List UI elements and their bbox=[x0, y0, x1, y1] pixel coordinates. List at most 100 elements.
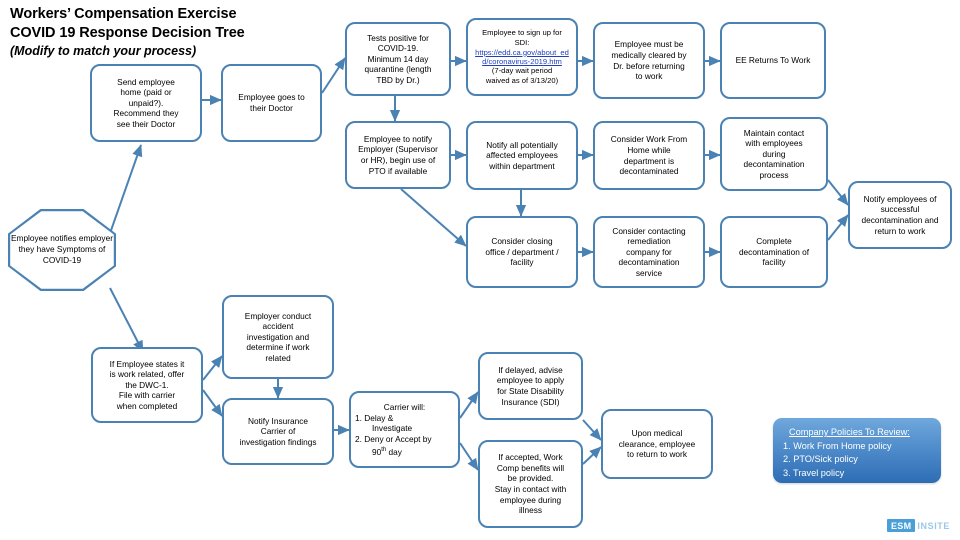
carrier-item-1-line-1: 1. Delay & bbox=[355, 412, 394, 423]
carrier-day-number: 90 bbox=[372, 446, 382, 457]
node-notify-affected-employees[interactable]: Notify all potentially affected employee… bbox=[466, 121, 578, 190]
node-line: process bbox=[759, 169, 789, 180]
carrier-item-2-line-2: 90th day bbox=[355, 445, 454, 457]
node-line: have Symptoms bbox=[36, 244, 97, 255]
node-line: decontaminated bbox=[619, 166, 679, 177]
node-line: Maintain contact bbox=[743, 127, 805, 138]
node-line: employee during bbox=[499, 494, 562, 505]
node-sdi-signup[interactable]: Employee to sign up for SDI: https://edd… bbox=[466, 18, 578, 96]
node-line: If delayed, advise bbox=[498, 364, 563, 375]
node-line: successful bbox=[880, 204, 920, 215]
node-carrier-will[interactable]: Carrier will: 1. Delay & Investigate 2. … bbox=[349, 391, 460, 468]
node-line: determine if work bbox=[246, 342, 310, 353]
node-line: investigation findings bbox=[239, 436, 317, 447]
node-line: EE Returns To Work bbox=[735, 55, 811, 66]
company-policies-box[interactable]: Company Policies To Review: 1. Work From… bbox=[773, 418, 941, 483]
node-notify-insurance-carrier[interactable]: Notify Insurance Carrier of investigatio… bbox=[222, 398, 334, 465]
carrier-day-word: day bbox=[386, 446, 402, 457]
node-ee-returns-to-work[interactable]: EE Returns To Work bbox=[720, 22, 826, 99]
node-line: waived as of 3/13/20) bbox=[485, 76, 559, 85]
node-employer-accident-investigation[interactable]: Employer conduct accident investigation … bbox=[222, 295, 334, 379]
node-tests-positive[interactable]: Tests positive for COVID-19. Minimum 14 … bbox=[345, 22, 451, 96]
node-line: department is bbox=[623, 155, 675, 166]
node-line: Complete bbox=[756, 236, 792, 247]
node-line: notifies bbox=[50, 233, 77, 244]
node-line: see their Doctor bbox=[116, 118, 176, 129]
page-title: Workers’ Compensation Exercise COVID 19 … bbox=[10, 5, 340, 60]
node-line: or HR), begin use of bbox=[360, 155, 436, 165]
node-employee-notifies-symptoms[interactable]: Employee notifies employer they have Sym… bbox=[10, 211, 114, 289]
node-line: quarantine (length bbox=[364, 64, 432, 75]
node-line: Employer (Supervisor bbox=[358, 144, 438, 155]
sdi-url-link[interactable]: https://edd.ca.gov/about_edd/coronavirus… bbox=[475, 47, 569, 66]
node-line: COVID-19. bbox=[377, 43, 419, 54]
node-medically-cleared[interactable]: Employee must be medically cleared by Dr… bbox=[593, 22, 705, 99]
node-line: within department bbox=[489, 160, 555, 171]
node-notify-employer[interactable]: Employee to notify Employer (Supervisor … bbox=[345, 121, 451, 189]
node-consider-closing-office[interactable]: Consider closing office / department / f… bbox=[466, 216, 578, 288]
node-line: accident bbox=[262, 321, 294, 332]
node-line: decontamination bbox=[618, 257, 680, 268]
node-contact-remediation-company[interactable]: Consider contacting remediation company … bbox=[593, 216, 705, 288]
node-line: Upon medical bbox=[631, 428, 683, 439]
node-line: employee to apply bbox=[496, 375, 565, 386]
node-line: Dr. before returning bbox=[613, 60, 685, 71]
node-line: to work bbox=[635, 71, 663, 82]
title-line-1: Workers’ Compensation Exercise bbox=[10, 6, 237, 22]
node-line: (7-day wait period bbox=[491, 66, 553, 76]
title-line-2: COVID 19 Response Decision Tree bbox=[10, 25, 245, 41]
esm-insite-logo: ESM INSITE bbox=[886, 519, 950, 532]
node-line: medically cleared by bbox=[611, 49, 687, 60]
node-line: unpaid?). bbox=[128, 97, 164, 108]
node-line: remediation bbox=[627, 236, 671, 247]
node-line: Stay in contact with bbox=[494, 484, 567, 494]
node-line: Send employee bbox=[117, 76, 175, 87]
node-notify-successful-decontamination[interactable]: Notify employees of successful decontami… bbox=[848, 181, 952, 249]
node-if-delayed-apply-sdi[interactable]: If delayed, advise employee to apply for… bbox=[478, 352, 583, 420]
node-line: If accepted, Work bbox=[498, 452, 563, 463]
node-line: TBD by Dr.) bbox=[376, 74, 420, 85]
policy-item: 3. Travel policy bbox=[783, 467, 845, 478]
node-line: If Employee states it bbox=[109, 358, 185, 369]
title-subtitle: (Modify to match your process) bbox=[10, 44, 197, 58]
node-employee-goes-to-doctor[interactable]: Employee goes to their Doctor bbox=[221, 64, 322, 142]
node-send-employee-home[interactable]: Send employee home (paid or unpaid?). Re… bbox=[90, 64, 202, 142]
policy-heading: Company Policies To Review: bbox=[789, 427, 910, 437]
node-line: return to work bbox=[874, 225, 926, 236]
node-line: Recommend they bbox=[113, 108, 179, 119]
node-line: Consider contacting bbox=[612, 225, 686, 236]
node-complete-decontamination[interactable]: Complete decontamination of facility bbox=[720, 216, 828, 288]
carrier-day-ordinal: th bbox=[381, 446, 387, 453]
node-line: Consider closing bbox=[491, 236, 553, 247]
node-line: related bbox=[265, 352, 291, 363]
node-line: Insurance (SDI) bbox=[501, 396, 560, 407]
carrier-heading: Carrier will: bbox=[383, 402, 426, 413]
node-line: with employees bbox=[745, 138, 803, 149]
node-line: for State Disability bbox=[497, 386, 564, 396]
node-line: facility bbox=[510, 257, 534, 268]
node-line: Notify employees of bbox=[863, 193, 937, 204]
esm-logo-mark: ESM bbox=[886, 519, 916, 532]
node-consider-work-from-home[interactable]: Consider Work From Home while department… bbox=[593, 121, 705, 190]
node-line: Home while bbox=[627, 144, 671, 155]
node-line: of COVID-19 bbox=[42, 244, 106, 266]
node-line: facility bbox=[762, 257, 786, 268]
node-maintain-contact[interactable]: Maintain contact with employees during d… bbox=[720, 117, 828, 191]
node-line: decontamination of bbox=[738, 246, 810, 257]
node-line: illness bbox=[518, 505, 543, 516]
node-upon-medical-clearance[interactable]: Upon medical clearance, employee to retu… bbox=[601, 409, 713, 479]
node-line: Consider Work From bbox=[610, 134, 688, 145]
carrier-item-1-line-2: Investigate bbox=[372, 423, 413, 434]
node-line: investigation and bbox=[246, 331, 310, 342]
node-line: Employee must be bbox=[614, 39, 684, 50]
node-line: be provided. bbox=[507, 473, 554, 484]
policy-item: 1. Work From Home policy bbox=[783, 440, 892, 451]
node-if-accepted-work-comp[interactable]: If accepted, Work Comp benefits will be … bbox=[478, 440, 583, 528]
node-if-work-related-dwc1[interactable]: If Employee states it is work related, o… bbox=[91, 347, 203, 423]
node-line: Employee bbox=[11, 233, 48, 244]
node-line: is work related, offer bbox=[109, 369, 185, 380]
node-line: File with carrier bbox=[118, 390, 176, 401]
node-line: Minimum 14 day bbox=[367, 53, 429, 64]
node-line: employer they bbox=[18, 233, 113, 255]
node-line: affected employees bbox=[486, 150, 558, 161]
